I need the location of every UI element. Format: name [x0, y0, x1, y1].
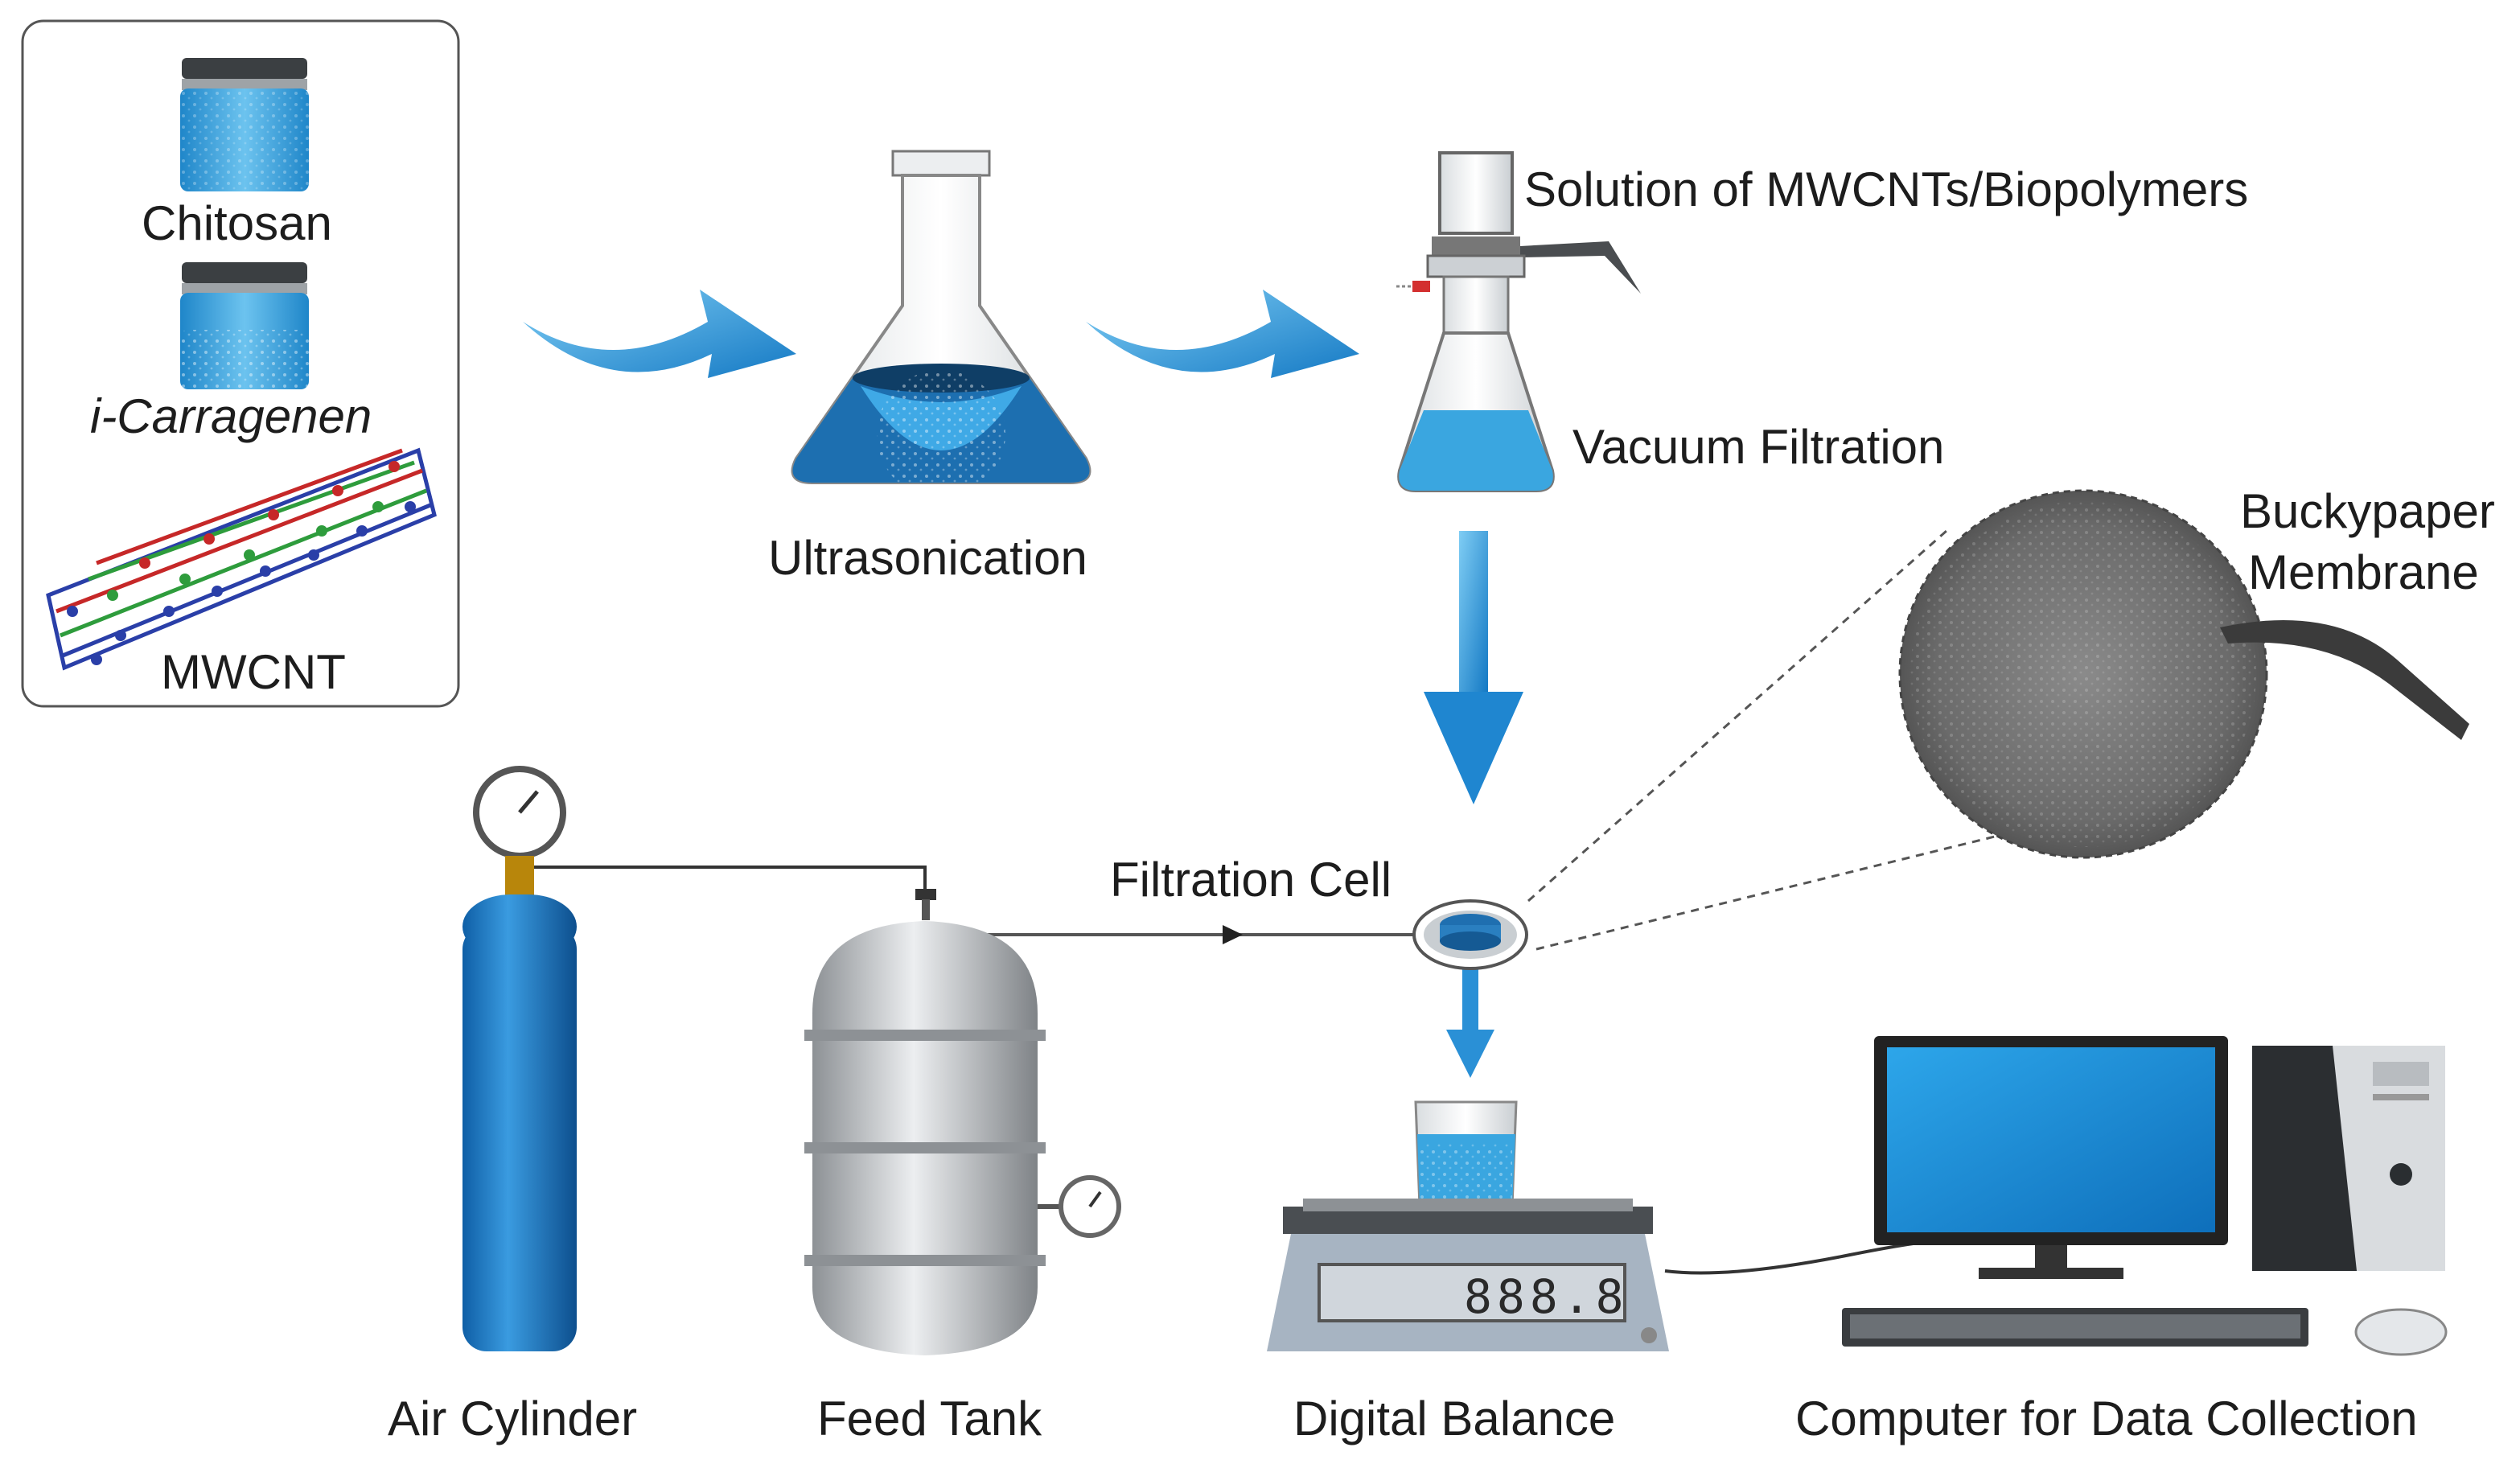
label-mwcnt: MWCNT — [161, 645, 346, 699]
label-air-cylinder: Air Cylinder — [388, 1392, 638, 1445]
materials-panel — [21, 19, 460, 708]
label-chitosan: Chitosan — [142, 196, 332, 250]
flow-arrow-2 — [1086, 290, 1359, 378]
label-solution: Solution of MWCNTs/Biopolymers — [1524, 162, 2249, 216]
label-computer: Computer for Data Collection — [1795, 1392, 2418, 1445]
label-feed-tank: Feed Tank — [817, 1392, 1042, 1445]
buckypaper-membrane-icon — [1527, 489, 2469, 951]
label-ultrasonication: Ultrasonication — [768, 531, 1087, 585]
flow-arrow-down — [1424, 531, 1523, 804]
label-filtration-cell: Filtration Cell — [1110, 853, 1392, 907]
label-buckypaper-line2: Membrane — [2248, 545, 2479, 599]
air-line — [534, 866, 927, 893]
vacuum-filtration-icon — [1396, 151, 1641, 492]
air-cylinder-icon — [462, 766, 577, 1351]
chitosan-jar-icon — [180, 58, 309, 191]
computer-icon — [1842, 1036, 2448, 1356]
ultrasonication-flask-icon — [791, 150, 1091, 499]
feed-tank-icon — [804, 889, 1121, 1355]
balance-display-readout: 888.8 — [1464, 1269, 1629, 1324]
feed-line-arrow — [1223, 925, 1243, 944]
mwcnt-nanotube-icon — [46, 447, 437, 671]
label-carrageenan: i-Carragenen — [90, 389, 372, 443]
digital-balance-icon — [1267, 1100, 1669, 1351]
label-vacuum-filtration: Vacuum Filtration — [1572, 420, 1945, 474]
label-digital-balance: Digital Balance — [1293, 1392, 1616, 1445]
flow-arrow-1 — [523, 290, 796, 378]
filtration-cell-icon — [1412, 899, 1528, 970]
carrageenan-jar-icon — [180, 262, 309, 389]
flow-arrow-small-down — [1446, 965, 1494, 1078]
label-buckypaper-line1: Buckypaper — [2240, 484, 2495, 538]
